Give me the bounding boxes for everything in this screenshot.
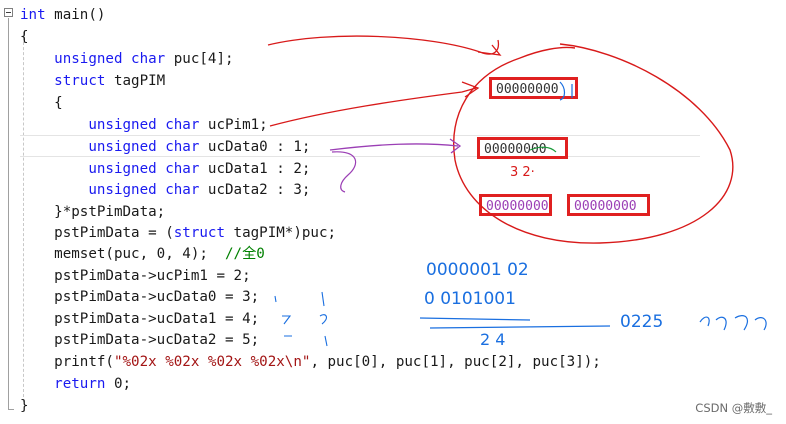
- editor-gutter: [0, 0, 18, 424]
- code-line[interactable]: }*pstPimData;: [20, 201, 165, 223]
- memory-box-ucdata0: 00000000: [477, 137, 568, 159]
- code-token: ucPim1;: [199, 117, 268, 133]
- blue-underline: [419, 317, 611, 329]
- green-mark-box2: [529, 146, 557, 153]
- code-token: {: [20, 29, 29, 45]
- blue-handwriting-line4: 0225: [620, 312, 663, 332]
- fold-guide-line: [8, 18, 9, 410]
- current-line-highlight: [20, 135, 700, 157]
- keyword-token: unsigned char: [88, 117, 200, 133]
- blue-mark-box1: [559, 81, 573, 101]
- code-line[interactable]: unsigned char ucPim1;: [20, 114, 268, 136]
- red-ink-arrow-ucdata0: [329, 138, 462, 154]
- red-scribble-3-2: 3 2·: [510, 165, 535, 180]
- keyword-token: struct: [173, 225, 225, 241]
- code-token: }*pstPimData;: [20, 204, 166, 220]
- code-token: tagPIM*)puc;: [225, 225, 337, 241]
- code-token: pstPimData->ucPim1 = 2;: [20, 268, 251, 284]
- code-line[interactable]: return 0;: [20, 373, 131, 395]
- collapse-main-toggle[interactable]: [4, 8, 13, 17]
- memory-box-puc2-text: 00000000: [486, 199, 549, 214]
- red-ink-arrow-top: [267, 35, 502, 56]
- code-token: pstPimData->ucData2 = 5;: [20, 332, 260, 348]
- watermark: CSDN @敷敷_: [695, 401, 772, 415]
- code-token: }: [20, 398, 29, 414]
- indent-guide: [23, 32, 24, 402]
- code-line[interactable]: pstPimData->ucData0 = 3;: [20, 286, 259, 308]
- keyword-token: unsigned char: [88, 139, 200, 155]
- blue-tally-marks: [274, 291, 328, 347]
- code-line[interactable]: pstPimData->ucData2 = 5;: [20, 329, 259, 351]
- code-line[interactable]: struct tagPIM: [20, 70, 165, 92]
- keyword-token: unsigned char: [88, 182, 200, 198]
- code-line[interactable]: {: [20, 92, 63, 114]
- code-line[interactable]: memset(puc, 0, 4); //全0: [20, 243, 265, 265]
- code-token: {: [20, 95, 63, 111]
- code-token: ucData2 : 3;: [199, 182, 311, 198]
- code-token: pstPimData->ucData1 = 4;: [20, 311, 260, 327]
- memory-box-puc3: 00000000: [567, 194, 650, 216]
- red-ink-arrow-ucpim1: [269, 81, 480, 127]
- fold-guide-end: [8, 409, 14, 410]
- memory-box-ucdata0-text: 00000000: [484, 142, 547, 157]
- code-line[interactable]: int main(): [20, 4, 105, 26]
- keyword-token: int: [20, 7, 46, 23]
- code-line[interactable]: }: [20, 395, 29, 417]
- code-line[interactable]: pstPimData->ucData1 = 4;: [20, 308, 259, 330]
- code-token: ucData0 : 1;: [199, 139, 311, 155]
- memory-box-ucpim1-text: 00000000: [496, 82, 559, 97]
- code-line[interactable]: {: [20, 26, 29, 48]
- memory-box-ucpim1: 00000000: [489, 77, 578, 99]
- code-line[interactable]: unsigned char ucData1 : 2;: [20, 158, 310, 180]
- purple-ink-curve: [331, 151, 357, 193]
- code-token: 0;: [105, 376, 132, 392]
- code-token: puc[4];: [165, 51, 234, 67]
- blue-handwriting-line1: 0000001 02: [426, 260, 529, 280]
- code-token: pstPimData->ucData0 = 3;: [20, 289, 260, 305]
- code-token: ucData1 : 2;: [199, 161, 311, 177]
- code-token: main(): [45, 7, 106, 23]
- keyword-token: unsigned char: [88, 161, 200, 177]
- code-token: tagPIM: [105, 73, 166, 89]
- code-line[interactable]: printf("%02x %02x %02x %02x\n", puc[0], …: [20, 351, 601, 373]
- string-token: "%02x %02x %02x %02x\n": [113, 354, 311, 370]
- code-token: , puc[0], puc[1], puc[2], puc[3]);: [310, 354, 601, 370]
- code-token: memset(puc, 0, 4);: [20, 246, 225, 262]
- blue-handwriting-line2: 0 0101001: [424, 289, 516, 309]
- red-ink-circle: [453, 43, 734, 244]
- code-line[interactable]: pstPimData->ucPim1 = 2;: [20, 265, 251, 287]
- memory-box-puc3-text: 00000000: [574, 199, 637, 214]
- keyword-token: unsigned char: [54, 51, 166, 67]
- code-token: printf(: [20, 354, 114, 370]
- blue-handwriting-line3: 2 4: [480, 330, 505, 349]
- code-line[interactable]: unsigned char puc[4];: [20, 48, 234, 70]
- code-line[interactable]: pstPimData = (struct tagPIM*)puc;: [20, 222, 336, 244]
- code-token: pstPimData = (: [20, 225, 174, 241]
- code-line[interactable]: unsigned char ucData0 : 1;: [20, 136, 310, 158]
- keyword-token: return: [54, 376, 106, 392]
- blue-curls: [699, 315, 767, 331]
- keyword-token: struct: [54, 73, 106, 89]
- code-line[interactable]: unsigned char ucData2 : 3;: [20, 179, 310, 201]
- comment-token: //全0: [225, 246, 265, 262]
